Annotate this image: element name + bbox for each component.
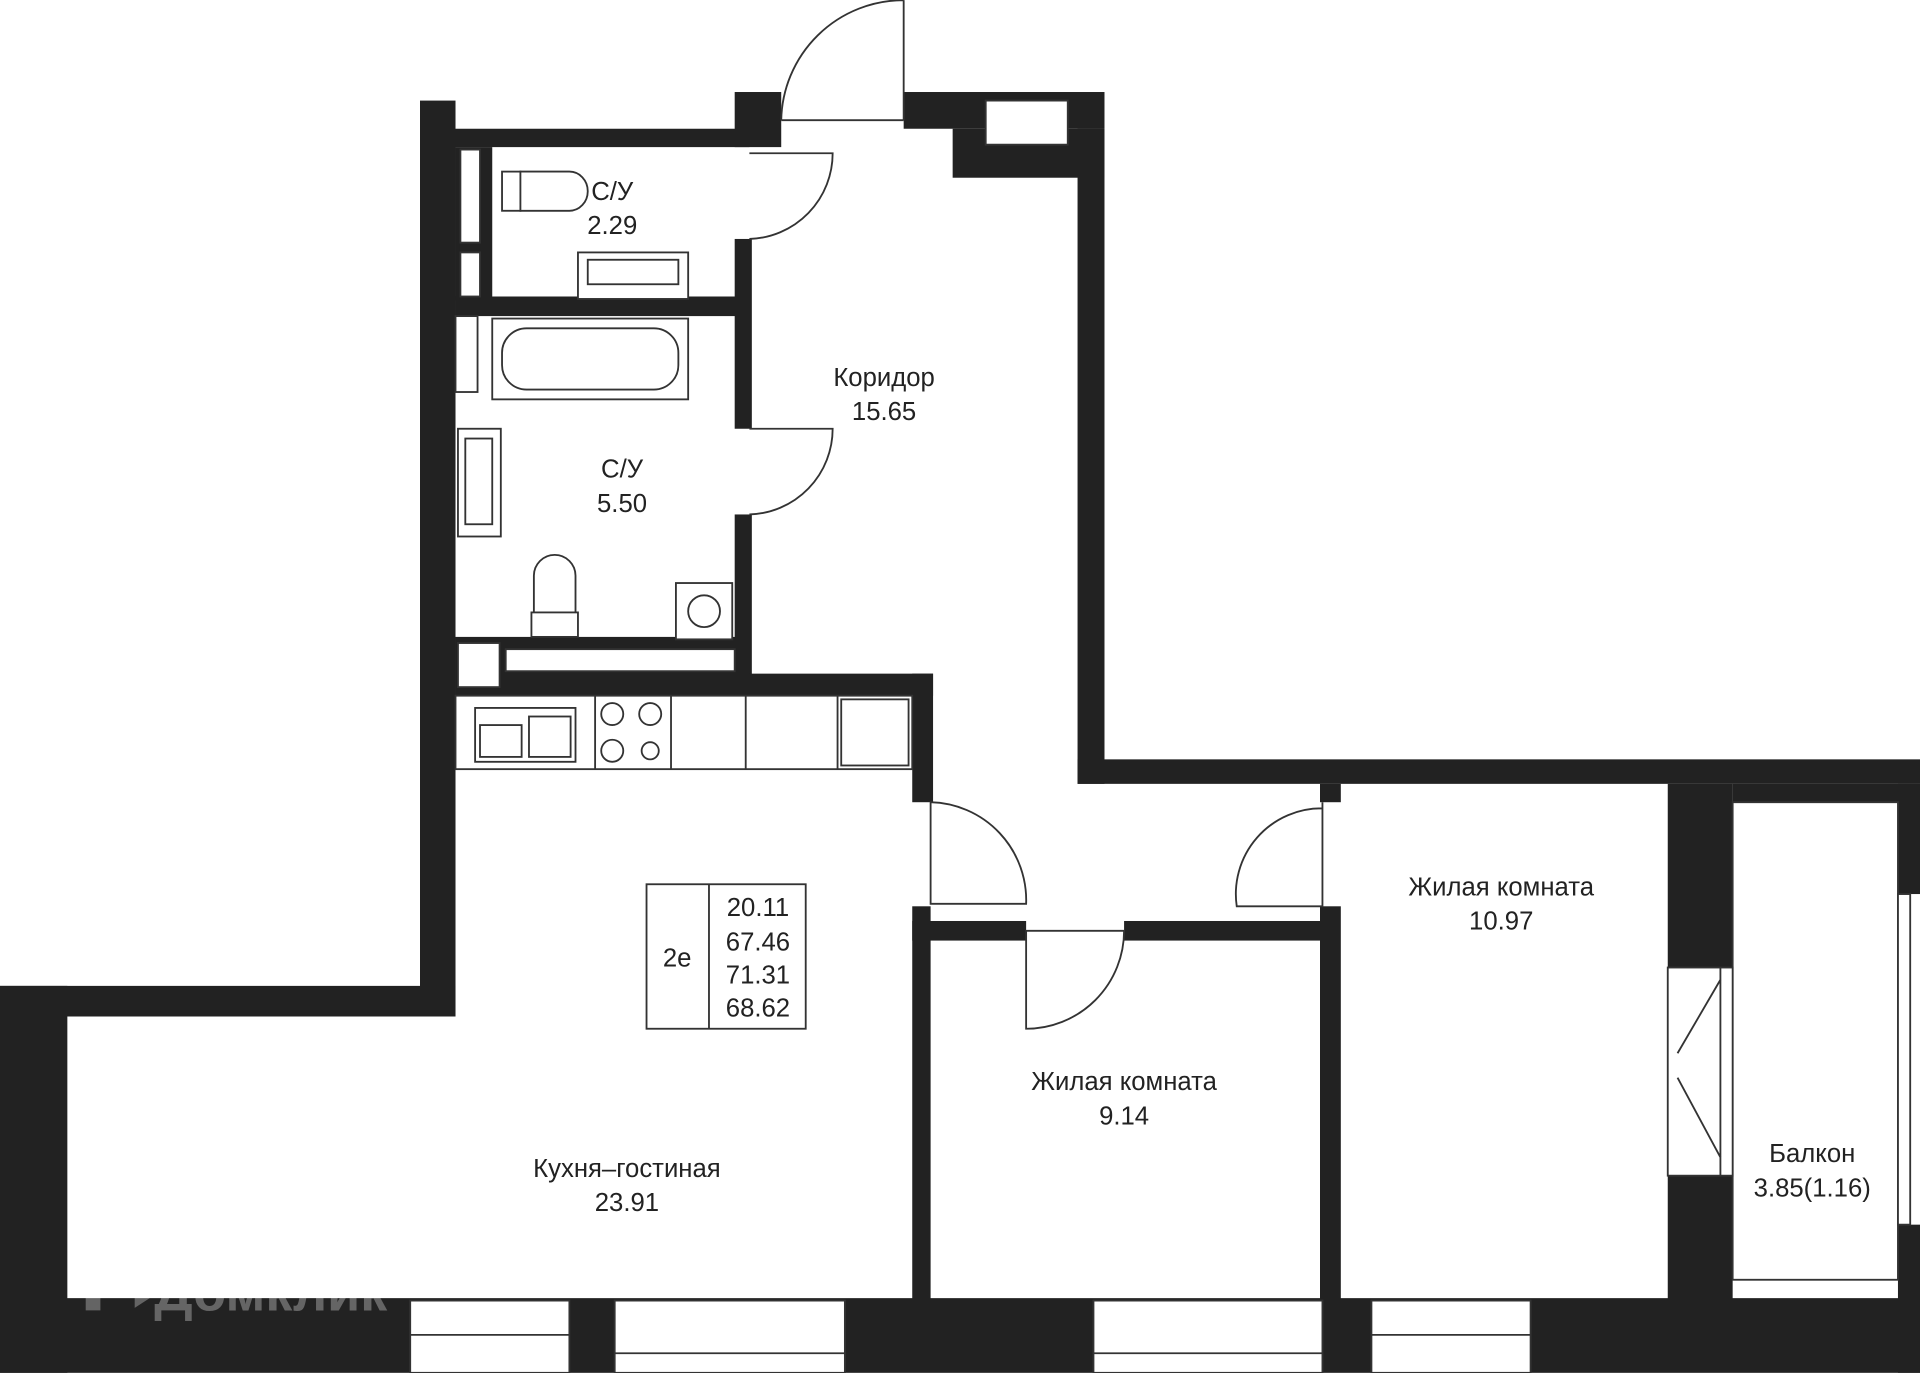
windows	[409, 893, 1912, 1373]
room-area: 2.29	[587, 212, 637, 240]
room-name: С/У	[591, 178, 634, 206]
room-name: Жилая комната	[1031, 1068, 1217, 1096]
room-area: 23.91	[595, 1189, 659, 1217]
toilet-icon	[501, 170, 522, 212]
room-area: 15.65	[852, 398, 916, 426]
room-area: 9.14	[1099, 1102, 1149, 1130]
room-area: 3.85(1.16)	[1754, 1175, 1871, 1203]
info-value: 20.11	[727, 894, 789, 922]
domclick-logo-icon	[85, 1251, 160, 1311]
apartment-type: 2е	[663, 944, 692, 972]
walls	[0, 92, 1920, 1373]
room-labels: С/У 2.29 С/У 5.50 Коридор 15.65 Кухня–го…	[533, 178, 1871, 1217]
room-name: Кухня–гостиная	[533, 1155, 721, 1183]
watermark: Домклик	[85, 1251, 387, 1322]
info-box: 2е 20.11 67.46 71.31 68.62	[645, 883, 807, 1030]
watermark-text: Домклик	[154, 1262, 387, 1322]
fridge-icon	[840, 698, 910, 767]
room-name: С/У	[601, 456, 644, 484]
info-value: 71.31	[726, 961, 790, 989]
room-area: 10.97	[1469, 908, 1533, 936]
info-value: 68.62	[726, 995, 790, 1023]
stove-icon	[600, 702, 663, 763]
info-value: 67.46	[726, 928, 790, 956]
room-name: Коридор	[833, 364, 935, 392]
fixtures	[454, 170, 914, 771]
doors	[749, 0, 1324, 1030]
room-name: Жилая комната	[1408, 873, 1594, 901]
room-area: 5.50	[597, 490, 647, 518]
room-name: Балкон	[1769, 1140, 1855, 1168]
toilet-icon	[532, 553, 577, 614]
